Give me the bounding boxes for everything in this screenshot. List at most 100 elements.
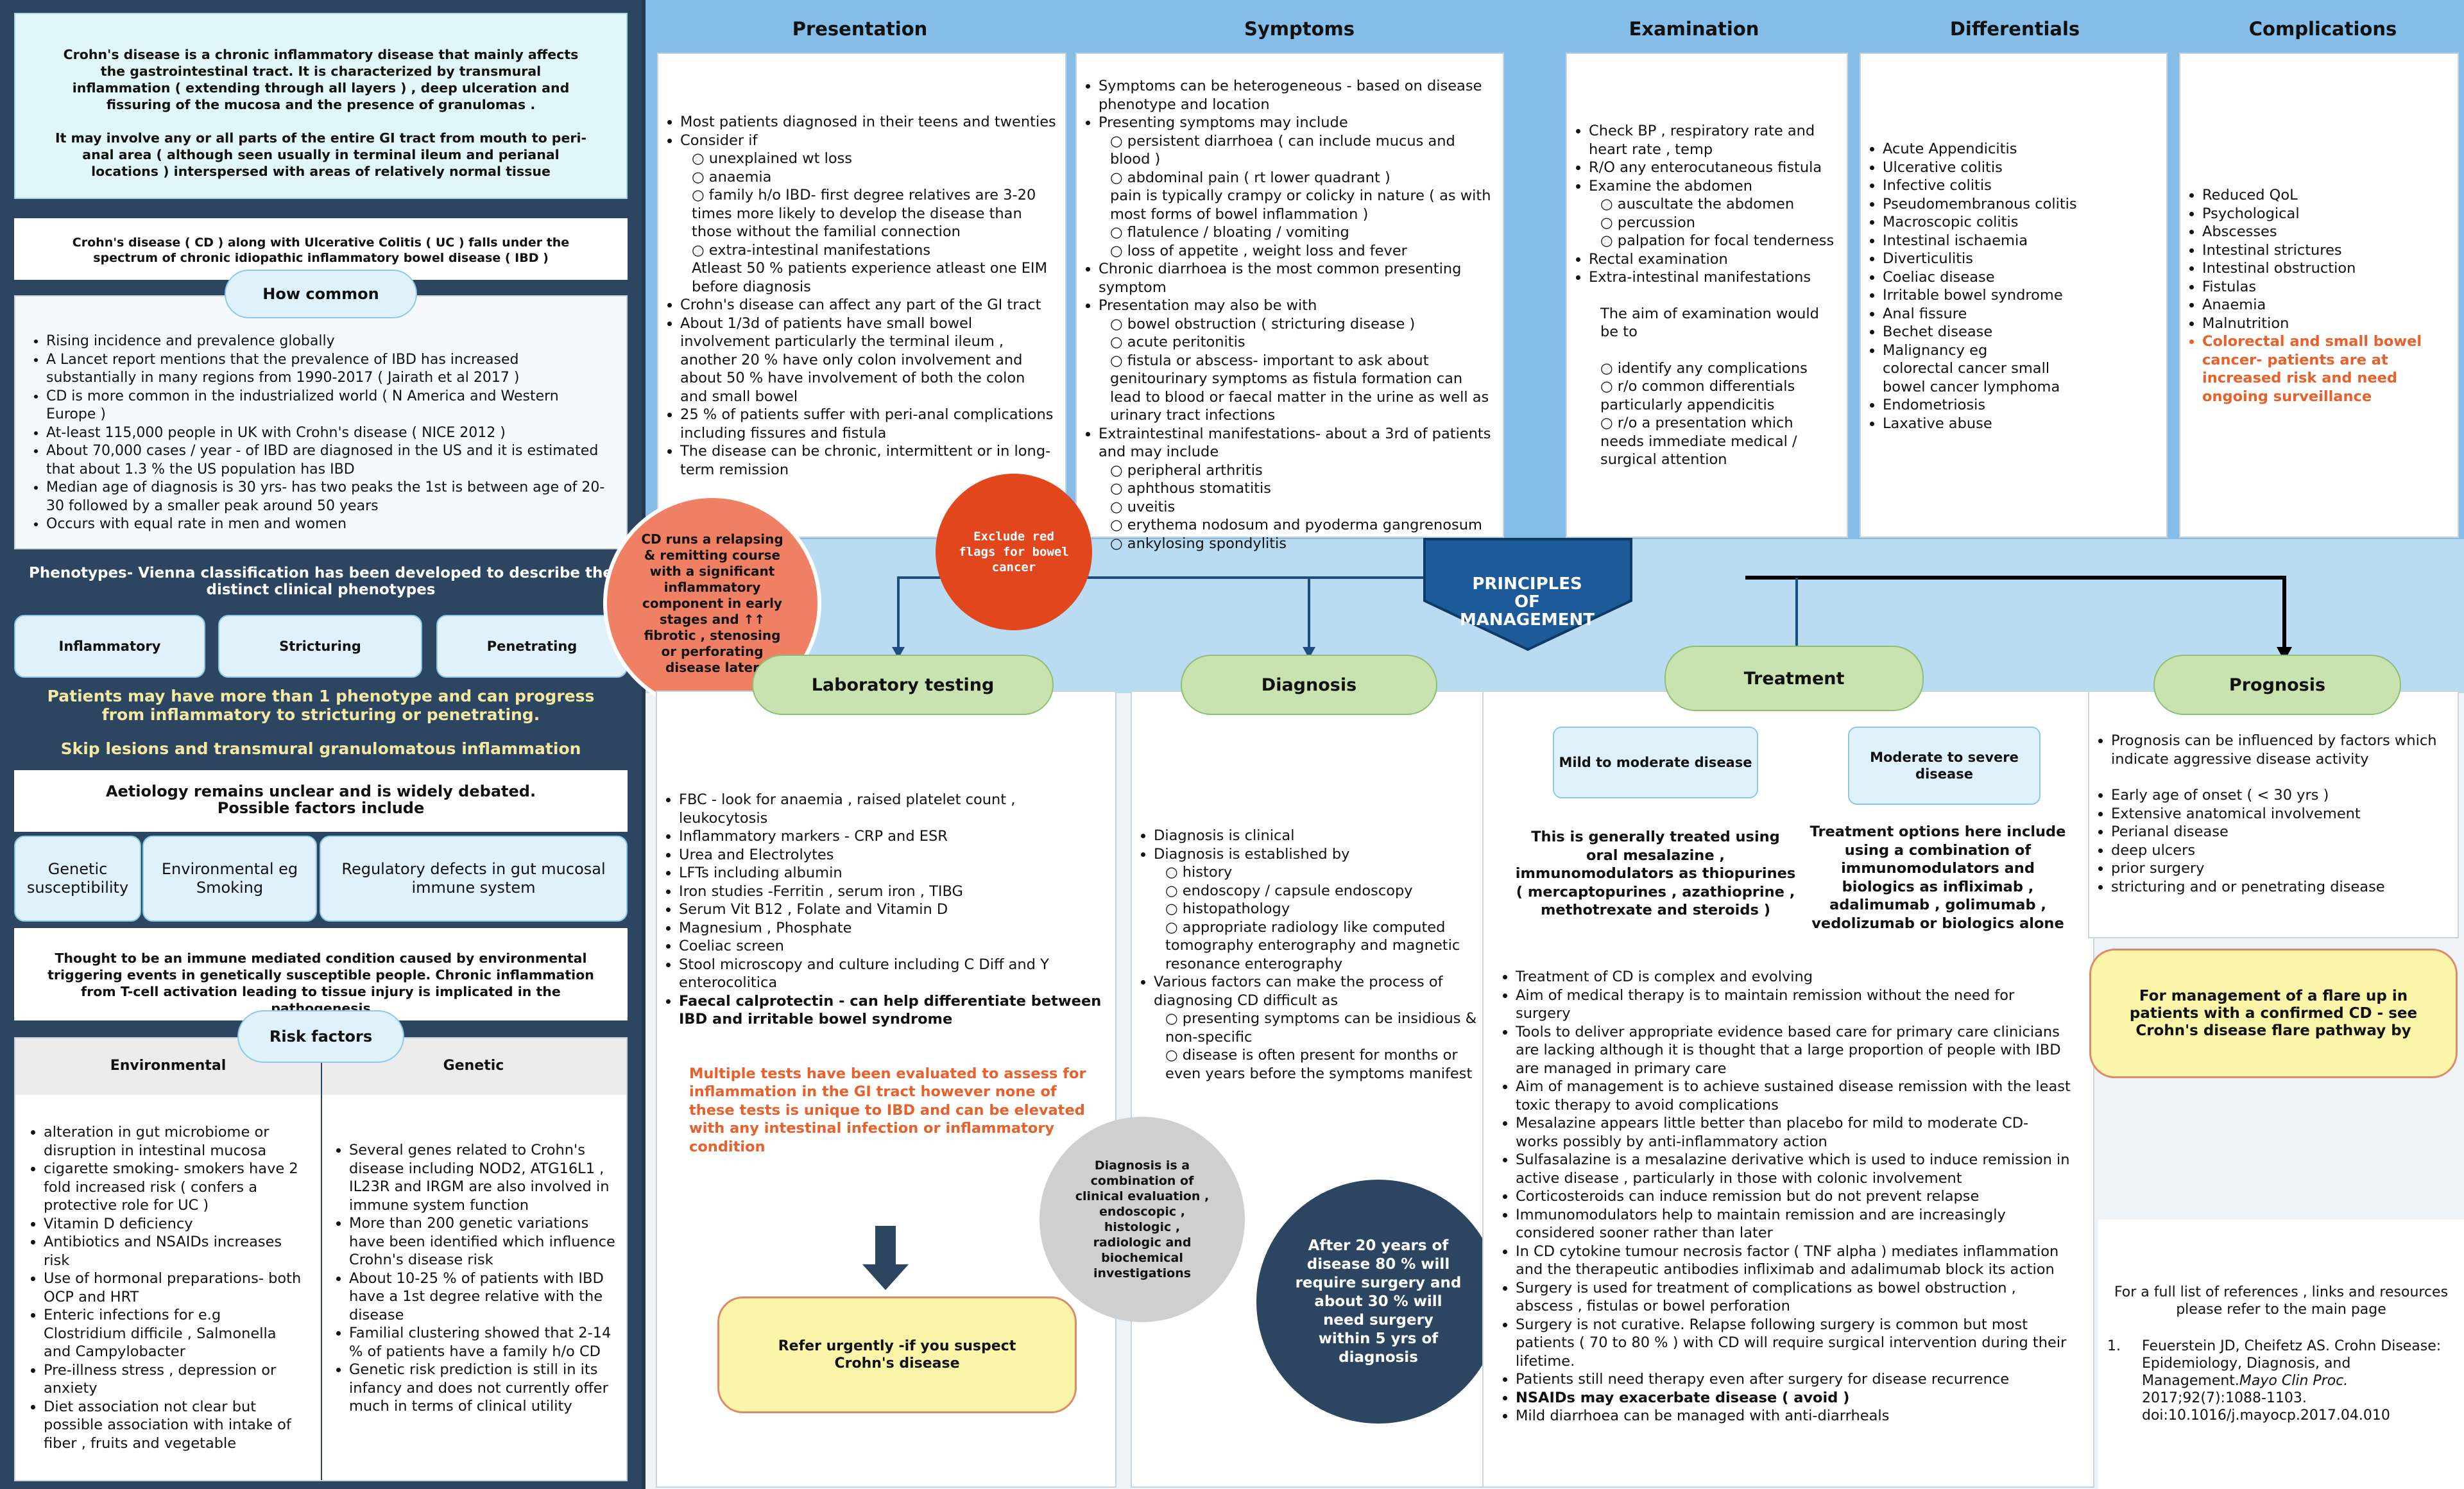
list-item: Extraintestinal manifestations- about a … [1099,425,1495,461]
intro-para-1: Crohn's disease is a chronic inflammator… [63,47,579,112]
list-item: Occurs with equal rate in men and women [46,515,611,534]
list-item: Abscesses [2202,223,2451,241]
list-item: Surgery is not curative. Relapse followi… [1516,1316,2071,1371]
list-item: erythema nodosum and pyoderma gangrenosu… [1110,516,1495,535]
list-item: Mild diarrhoea can be managed with anti-… [1516,1407,2071,1425]
treatment-box [1482,691,2094,1488]
list-item: Immunomodulators help to maintain remiss… [1516,1206,2071,1243]
list-item: Intestinal ischaemia [1883,232,2159,250]
list-item: Enteric infections for e.g Clostridium d… [44,1306,304,1361]
prognosis-title: Prognosis [2153,655,2401,715]
list-item: Presenting symptoms may include [1099,114,1495,132]
connector-diagnosis [1308,576,1425,648]
list-item: Malignancy eg colorectal cancer small bo… [1883,341,2159,397]
list-item: identify any complications [1600,359,1840,378]
aetiology-title: Aetiology remains unclear and is widely … [14,770,628,832]
list-item: Intestinal obstruction [2202,259,2451,278]
list-item: Extensive anatomical involvement [2111,805,2451,823]
list-item: anaemia [692,168,1056,187]
list-item: Laxative abuse [1883,415,2159,433]
reference-suffix: 2017;92(7):1088-1103. doi:10.1016/j.mayo… [2142,1390,2390,1424]
principles-shield [1423,538,1632,651]
list-item: Reduced QoL [2202,186,2451,205]
aetiology-factor-regulatory: Regulatory defects in gut mucosal immune… [320,836,628,922]
treatment-list: Treatment of CD is complex and evolving … [1494,968,2071,1425]
surgery-circle-text: After 20 years of disease 80 % will requ… [1295,1237,1462,1366]
refer-box: Refer urgently -if you suspect Crohn's d… [717,1296,1077,1413]
aetiology-note: Thought to be an immune mediated conditi… [14,928,628,1020]
list-item: Stool microscopy and culture including C… [679,956,1106,992]
list-item: Aim of medical therapy is to maintain re… [1516,986,2071,1023]
references-intro: For a full list of references , links an… [2114,1284,2449,1318]
list-item: fistula or abscess- important to ask abo… [1110,352,1495,425]
list-item: R/O any enterocutaneous fistula [1589,159,1840,177]
list-item: Anal fissure [1883,305,2159,323]
list-item: Fistulas [2202,278,2451,297]
list-item: Diet association not clear but possible … [44,1398,304,1453]
aetiology-factor-environmental: Environmental eg Smoking [142,836,317,922]
list-item: Corticosteroids can induce remission but… [1516,1187,2071,1206]
lab-title: Laboratory testing [752,655,1054,715]
list-item: NSAIDs may exacerbate disease ( avoid ) [1516,1389,2071,1407]
list-item: Serum Vit B12 , Folate and Vitamin D [679,900,1106,919]
list-item: Prognosis can be influenced by factors w… [2111,732,2451,768]
list-item: Perianal disease [2111,823,2451,841]
list-item: About 10-25 % of patients with IBD have … [349,1270,620,1325]
risk-divider [321,1038,322,1480]
list-item: Pseudomembranous colitis [1883,195,2159,214]
diagnosis-title: Diagnosis [1181,655,1437,715]
flare-text: For management of a flare up in patients… [2129,987,2418,1039]
reference-prefix: Feuerstein JD, Cheifetz AS. Crohn Diseas… [2142,1338,2442,1389]
list-item: acute peritonitis [1110,333,1495,352]
phenotypes-note-2: Skip lesions and transmural granulomatou… [60,739,581,758]
list-item: histopathology [1165,900,1478,918]
list-item: Rising incidence and prevalence globally [46,332,611,351]
list-item: palpation for focal tenderness [1600,232,1840,250]
references-box: For a full list of references , links an… [2098,1219,2464,1489]
examination-box: Check BP , respiratory rate and heart ra… [1566,53,1848,538]
list-item: Chronic diarrhoea is the most common pre… [1099,260,1495,297]
list-item: Genetic risk prediction is still in its … [349,1361,620,1416]
list-item: prior surgery [2111,859,2451,878]
examination-list: Check BP , respiratory rate and heart ra… [1567,122,1840,195]
differentials-box: Acute Appendicitis Ulcerative colitis In… [1860,53,2168,538]
ibd-note: Crohn's disease ( CD ) along with Ulcera… [14,218,628,280]
complication-highlight: Colorectal and small bowel cancer- patie… [2202,332,2451,406]
list-item: 25 % of patients suffer with peri-anal c… [680,406,1056,442]
list-item: Surgery is used for treatment of complic… [1516,1279,2071,1316]
examination-abdomen-sub: auscultate the abdomen percussion palpat… [1567,195,1840,250]
treatment-moderate-title: Moderate to severe disease [1848,727,2041,805]
list-item: Coeliac screen [679,937,1106,956]
complications-box: Reduced QoL Psychological Abscesses Inte… [2179,53,2459,538]
list-item: CD is more common in the industrialized … [46,388,611,424]
diagnosis-list-2: Various factors can make the process of … [1132,973,1478,1010]
list-item: Anaemia [2202,296,2451,314]
list-item: percussion [1600,214,1840,232]
list-item: uveitis [1110,498,1495,517]
diagnosis-circle: Diagnosis is a combination of clinical e… [1040,1117,1245,1322]
list-item: aphthous stomatitis [1110,479,1495,498]
list-item: Use of hormonal preparations- both OCP a… [44,1270,304,1306]
list-item: abdominal pain ( rt lower quadrant ) [1110,169,1495,187]
list-item: LFTs including albumin [679,864,1106,882]
list-item: Pre-illness stress , depression or anxie… [44,1361,304,1398]
list-item: Antibiotics and NSAIDs increases risk [44,1233,304,1270]
phenotype-inflammatory: Inflammatory [14,615,205,678]
symptoms-sub-1: persistent diarrhoea ( can include mucus… [1077,132,1495,187]
header-differentials: Differentials [1949,18,2080,40]
list-item: history [1165,863,1478,882]
list-item: deep ulcers [2111,841,2451,860]
treatment-mild-title: Mild to moderate disease [1553,727,1758,798]
intro-para-2: It may involve any or all parts of the e… [55,130,587,179]
list-item: peripheral arthritis [1110,461,1495,480]
how-common-box: Rising incidence and prevalence globally… [14,295,628,549]
list-item: In CD cytokine tumour necrosis factor ( … [1516,1243,2071,1279]
pain-note: pain is typically crampy or colicky in n… [1110,187,1491,223]
header-examination: Examination [1629,18,1759,40]
intro-box: Crohn's disease is a chronic inflammator… [14,13,628,199]
list-item: auscultate the abdomen [1600,195,1840,214]
symptoms-list: Symptoms can be heterogeneous - based on… [1077,77,1495,132]
presentation-box: Most patients diagnosed in their teens a… [657,53,1066,538]
list-item: extra-intestinal manifestations [692,241,1056,260]
list-item: About 1/3d of patients have small bowel … [680,314,1056,406]
